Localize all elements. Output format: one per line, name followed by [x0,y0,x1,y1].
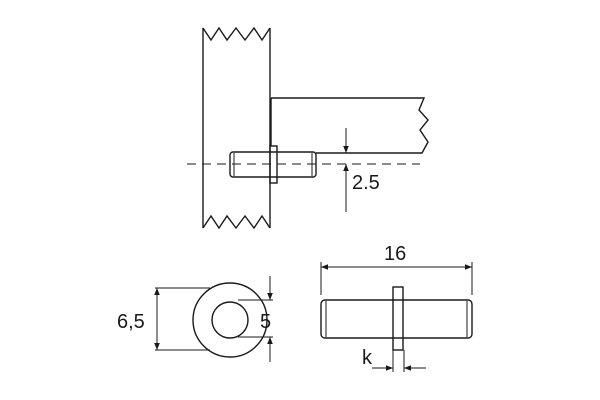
shelf-board [270,97,429,154]
outer-diameter-label: 6,5 [117,311,145,333]
length-dimension: 16 [320,243,473,295]
flange-offset-label: k [362,347,373,369]
offset-label: 2.5 [352,172,380,194]
inner-diameter-label: 5 [260,311,271,333]
wall-panel [202,26,271,230]
inner-diameter-dimension: 5 [238,276,273,362]
offset-dimension: 2.5 [343,128,380,212]
pin-end-view [192,282,268,358]
length-label: 16 [384,243,406,265]
pin-mounted [229,145,317,184]
outer-diameter-dimension: 6,5 [117,287,210,351]
pin-side-view [320,286,473,351]
flange-offset-dimension: k [362,347,426,372]
